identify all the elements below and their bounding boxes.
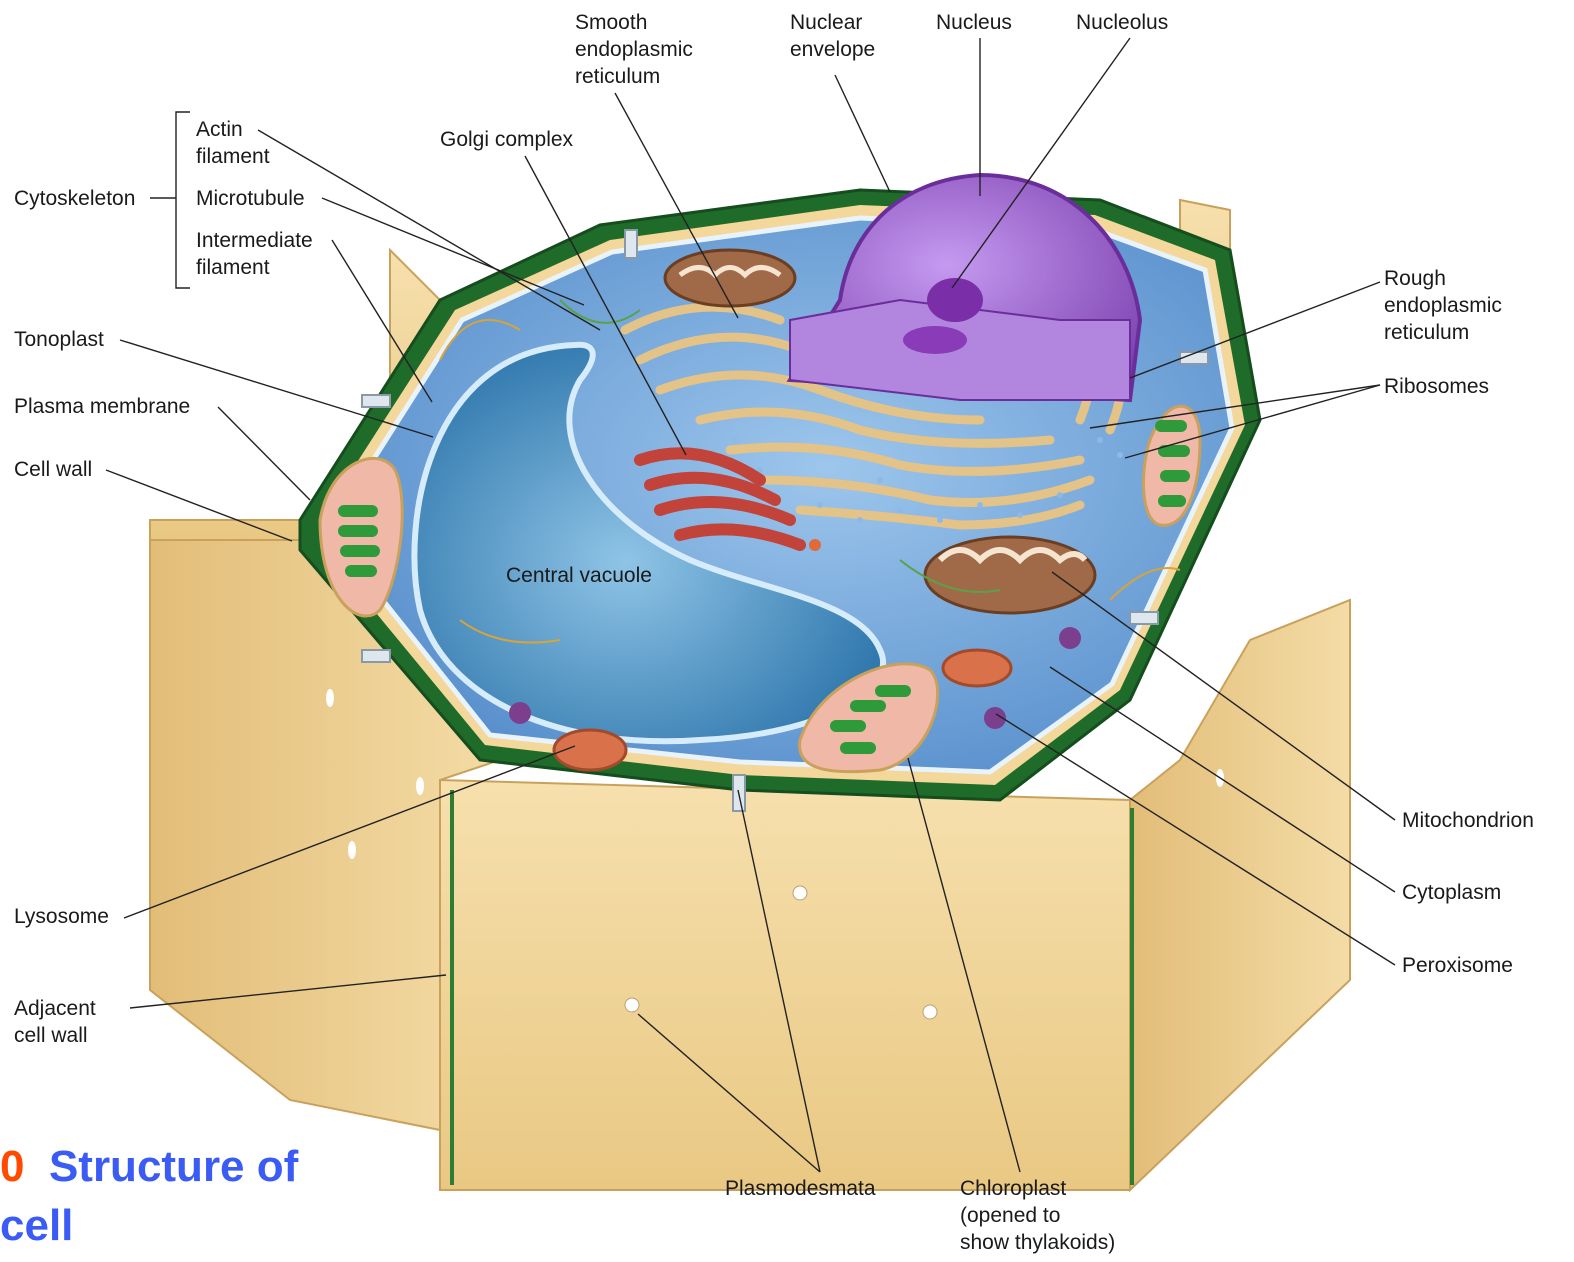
label-cytoskeleton: Cytoskeleton [14,185,135,212]
label-line: cell wall [14,1022,96,1049]
label-line: filament [196,143,270,170]
label-smooth-er: Smooth endoplasmic reticulum [575,9,693,90]
right-wall-panel [1130,600,1350,1190]
mitochondrion [665,250,795,306]
label-lysosome: Lysosome [14,903,109,930]
leader-nuclear-envelope [835,75,890,192]
label-peroxisome: Peroxisome [1402,952,1513,979]
label-line: reticulum [1384,319,1502,346]
label-line: Adjacent [14,995,96,1022]
nucleolus-cut [903,326,967,354]
lysosome [943,650,1011,686]
figure-title-line1: Structure of [49,1142,298,1191]
label-line: filament [196,254,313,281]
figure-number: 0 [0,1142,24,1191]
label-plasma-membrane: Plasma membrane [14,393,190,420]
golgi-vesicle [809,539,821,551]
label-line: envelope [790,36,875,63]
label-adjacent-wall: Adjacent cell wall [14,995,96,1049]
label-cytoplasm: Cytoplasm [1402,879,1501,906]
label-line: Chloroplast [960,1175,1115,1202]
plasmodesma-pit [348,841,356,859]
label-nuclear-envelope: Nuclear envelope [790,9,875,63]
label-microtubule: Microtubule [196,185,305,212]
label-line: Actin [196,116,270,143]
plasmodesma-pit [625,998,639,1012]
figure-title-line2: cell [0,1200,73,1252]
label-actin: Actin filament [196,116,270,170]
front-wall-panel [440,780,1130,1190]
label-intermediate: Intermediate filament [196,227,313,281]
label-line: endoplasmic [575,36,693,63]
figure-caption-line1: 0 Structure of [0,1141,298,1193]
cytoskeleton-bracket [176,112,190,288]
label-plasmodesmata: Plasmodesmata [725,1175,876,1202]
label-chloroplast: Chloroplast (opened to show thylakoids) [960,1175,1115,1256]
plasmodesma-pit [793,886,807,900]
label-nucleolus: Nucleolus [1076,9,1168,36]
peroxisome [1059,627,1081,649]
label-rough-er: Rough endoplasmic reticulum [1384,265,1502,346]
plasmodesma-pit [326,689,334,707]
label-line: show thylakoids) [960,1229,1115,1256]
peroxisome [509,702,531,724]
label-line: (opened to [960,1202,1115,1229]
plasmodesma-pit [1216,637,1224,655]
plasmodesma-pit [1136,745,1144,763]
label-golgi: Golgi complex [440,126,573,153]
label-line: endoplasmic [1384,292,1502,319]
plasmodesma-pit [416,777,424,795]
label-mitochondrion: Mitochondrion [1402,807,1534,834]
label-central-vacuole: Central vacuole [506,562,652,589]
label-tonoplast: Tonoplast [14,326,104,353]
label-ribosomes: Ribosomes [1384,373,1489,400]
plasmodesma-pit [923,1005,937,1019]
label-cell-wall: Cell wall [14,456,92,483]
label-nucleus: Nucleus [936,9,1012,36]
label-line: Rough [1384,265,1502,292]
label-line: Nuclear [790,9,875,36]
label-line: Intermediate [196,227,313,254]
label-line: Smooth [575,9,693,36]
mitochondrion [925,537,1095,613]
leader-plasma-membrane [218,407,310,500]
label-line: reticulum [575,63,693,90]
